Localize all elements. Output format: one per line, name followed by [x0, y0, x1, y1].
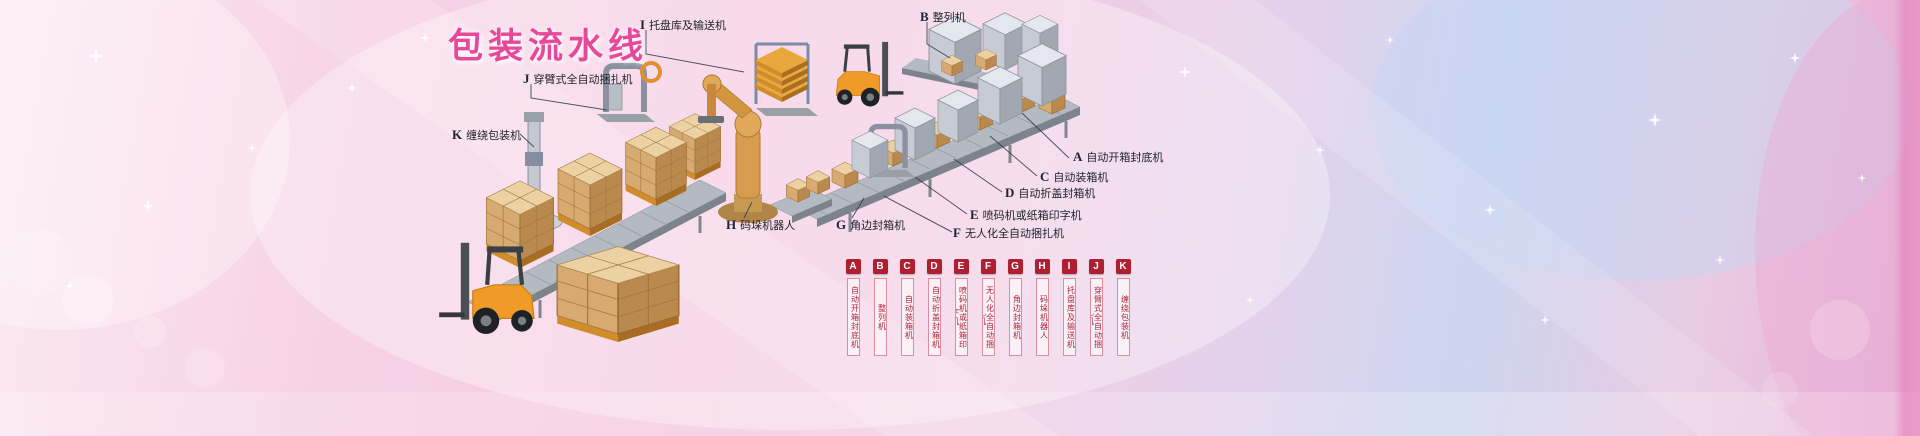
callout-i-label: 托盘库及输送机 [649, 19, 727, 32]
legend-item-f-tag: F [980, 259, 996, 274]
legend-item-k: K 缠绕包装机 [1115, 259, 1131, 356]
legend-item-h: H 码垛机器人 [1034, 259, 1050, 356]
legend-item-a-tag: A [845, 259, 861, 274]
callout-c-label: 自动装箱机 [1053, 171, 1109, 184]
legend-item-a-label: 自动开箱封底机 [846, 278, 860, 356]
legend-item-c-tag: C [899, 259, 915, 274]
callout-a-label: 自动开箱封底机 [1086, 151, 1164, 164]
legend-item-i-label: 托盘库及输送机 [1062, 278, 1076, 356]
legend-item-c: C 自动装箱机 [899, 259, 915, 356]
legend-item-f-label: 无人化全自动捆扎机 [981, 278, 995, 356]
corner-platform [769, 170, 833, 223]
right-edge-band [1894, 0, 1920, 436]
legend-item-j: J 穿臂式全自动捆扎机 [1088, 259, 1104, 356]
callout-g-letter: G [836, 217, 847, 232]
legend-item-i: I 托盘库及输送机 [1061, 259, 1077, 356]
callout-e-letter: E [970, 207, 979, 222]
legend-item-g-label: 角边封箱机 [1008, 278, 1022, 356]
legend-item-j-tag: J [1088, 259, 1104, 274]
legend-item-e-tag: E [953, 259, 969, 274]
legend-item-f: F 无人化全自动捆扎机 [980, 259, 996, 356]
legend-item-c-label: 自动装箱机 [900, 278, 914, 356]
floor-pallet-load [556, 245, 680, 343]
legend-item-h-tag: H [1034, 259, 1050, 274]
callout-h-label: 码垛机器人 [740, 219, 796, 232]
callout-a-letter: A [1073, 149, 1083, 164]
pallet-dispenser [754, 42, 818, 116]
legend-item-h-label: 码垛机器人 [1035, 278, 1049, 356]
callout-k-label: 缠绕包装机 [466, 129, 522, 142]
callout-d-label: 自动折盖封箱机 [1018, 187, 1096, 200]
callout-c-letter: C [1040, 169, 1050, 184]
legend-item-a: A 自动开箱封底机 [845, 259, 861, 356]
legend-item-e: E 喷码机或纸箱印字机 [953, 259, 969, 356]
legend-item-j-label: 穿臂式全自动捆扎机 [1089, 278, 1103, 356]
legend-item-d-tag: D [926, 259, 942, 274]
legend-item-d: D 自动折盖封箱机 [926, 259, 942, 356]
callout-d-letter: D [1005, 185, 1015, 200]
legend-item-g-tag: G [1007, 259, 1023, 274]
callout-b-label: 整列机 [932, 11, 966, 24]
legend-item-k-tag: K [1115, 259, 1131, 274]
legend-item-b-tag: B [872, 259, 888, 274]
callout-e-label: 喷码机或纸箱印字机 [982, 209, 1082, 222]
callout-i-letter: I [640, 17, 646, 32]
callout-f-letter: F [953, 225, 961, 240]
legend-item-d-label: 自动折盖封箱机 [927, 278, 941, 356]
legend-item-i-tag: I [1061, 259, 1077, 274]
callout-h-letter: H [726, 217, 737, 232]
callout-g-label: 角边封箱机 [850, 219, 906, 232]
legend: A 自动开箱封底机 B 整列机 C 自动装箱机 D 自动折盖封箱机 E 喷码机或… [845, 259, 1131, 356]
legend-item-g: G 角边封箱机 [1007, 259, 1023, 356]
legend-item-b: B 整列机 [872, 259, 888, 356]
callout-b-letter: B [920, 9, 929, 24]
legend-item-k-label: 缠绕包装机 [1116, 278, 1130, 356]
callout-j-label: 穿臂式全自动捆扎机 [533, 73, 633, 86]
banner-title: 包装流水线 [448, 27, 649, 67]
callout-f-label: 无人化全自动捆扎机 [964, 227, 1064, 240]
callout-k-letter: K [452, 127, 463, 142]
callout-j-letter: J [523, 71, 530, 86]
legend-item-e-label: 喷码机或纸箱印字机 [954, 278, 968, 356]
legend-item-b-label: 整列机 [873, 278, 887, 356]
